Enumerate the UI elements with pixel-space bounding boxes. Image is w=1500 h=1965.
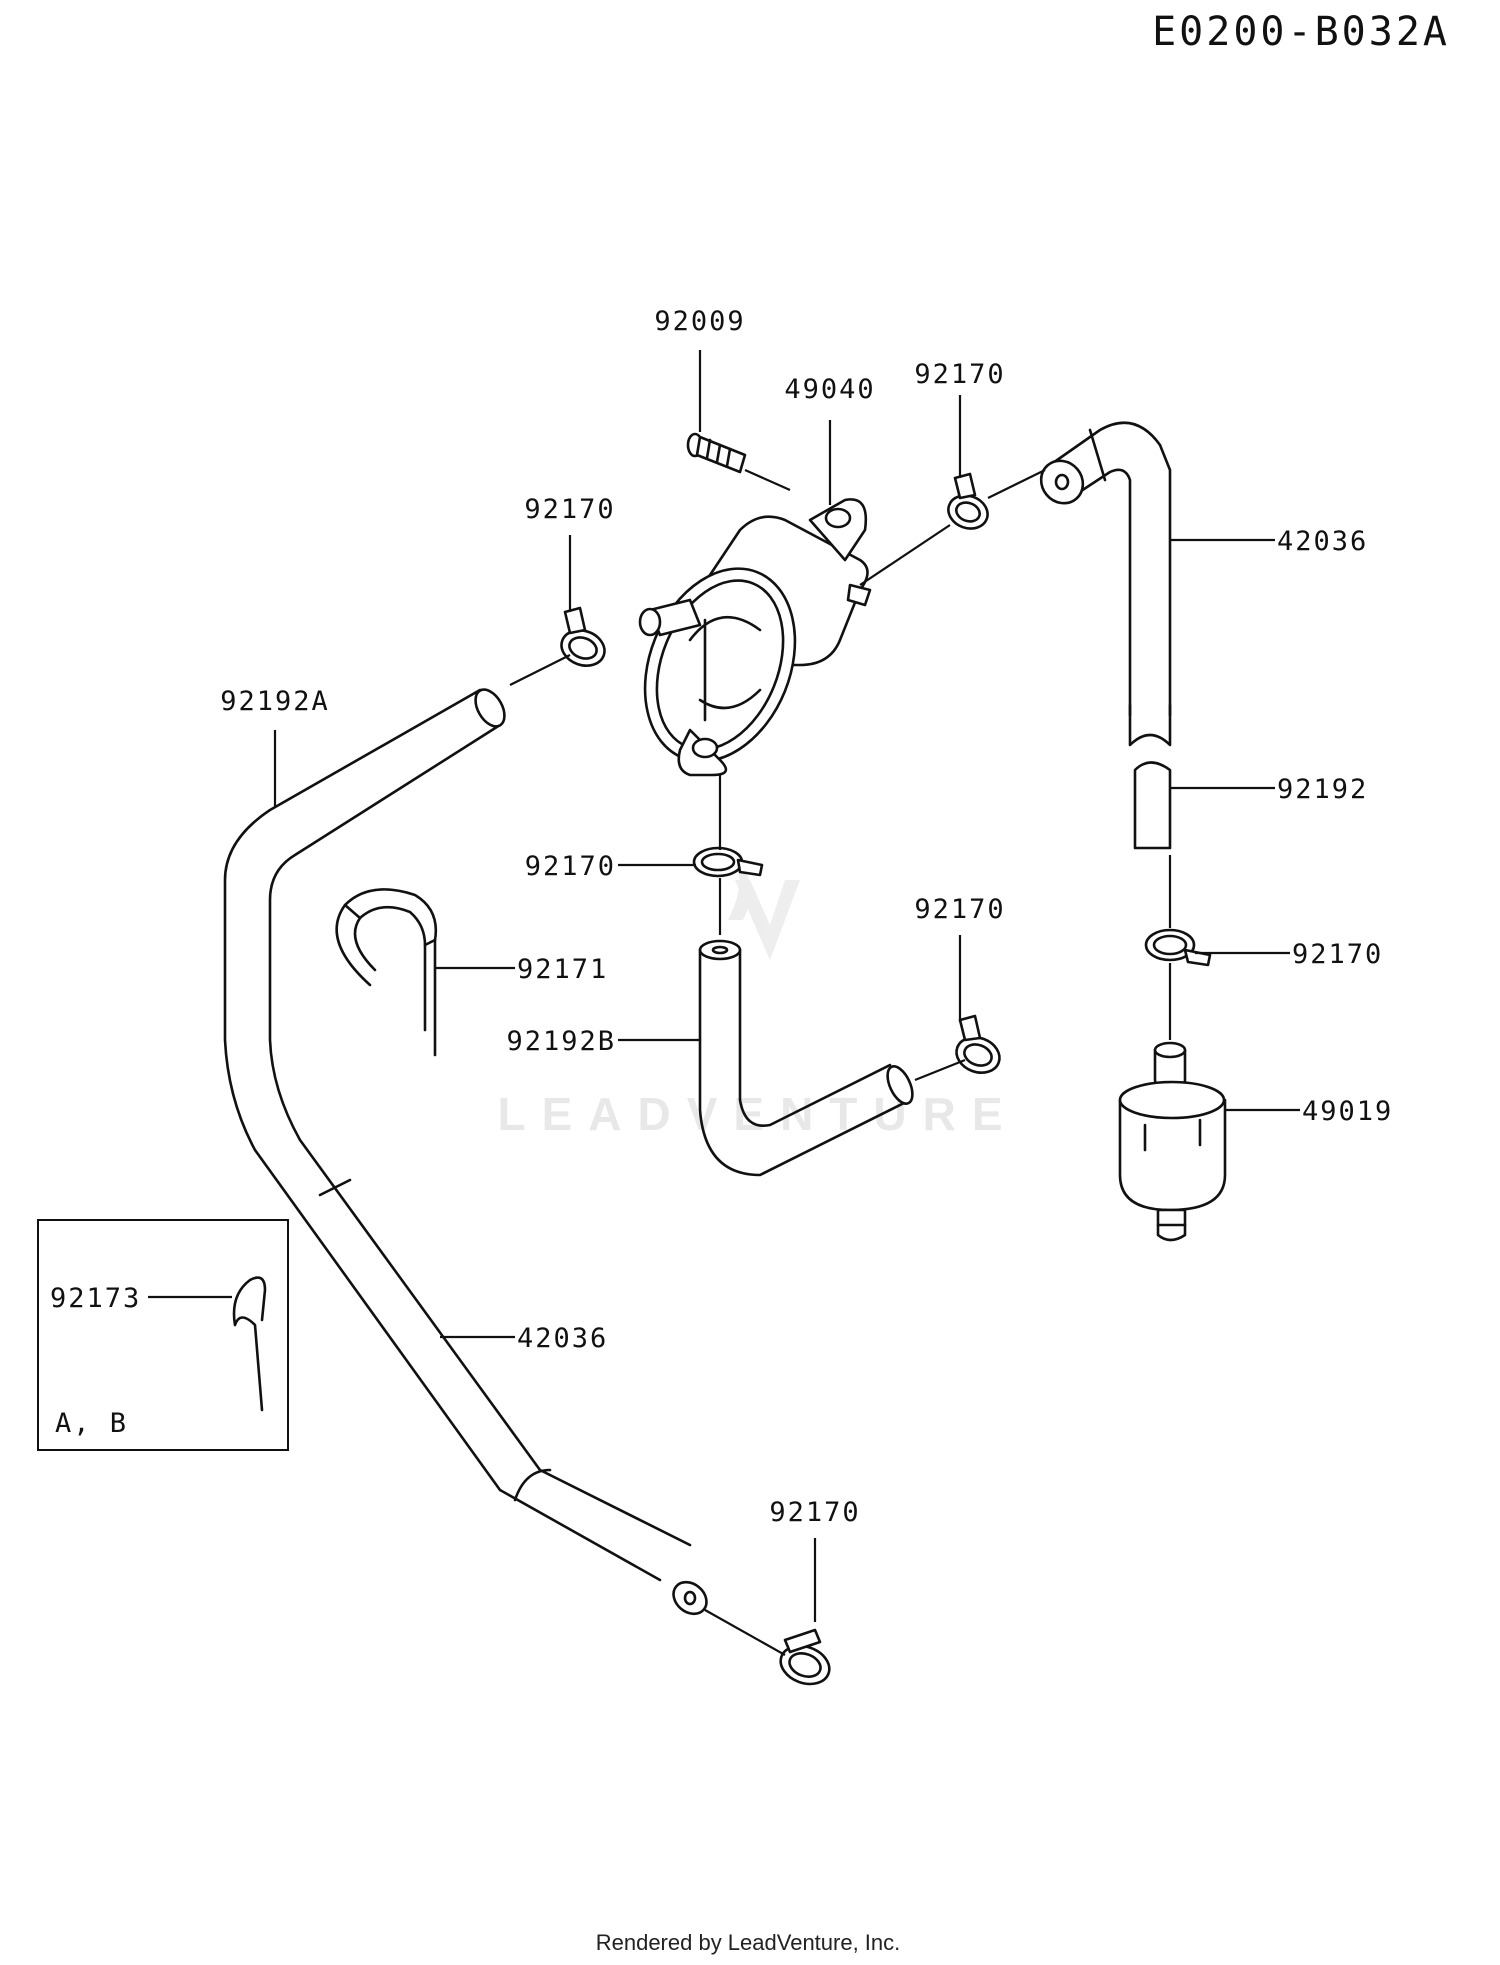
inset-note: A, B: [55, 1408, 128, 1439]
clamp-hose-b: [955, 1014, 1001, 1074]
callout-hose-left-lower: 42036: [517, 1323, 608, 1354]
diagram-code: E0200-B032A: [1152, 9, 1450, 55]
fuel-filter: [1118, 1041, 1227, 1242]
callout-hose-b: 92192B: [506, 1026, 616, 1057]
clamp-pump-left: [560, 606, 606, 667]
watermark-logo: [728, 860, 800, 960]
callout-clamp-pump-right: 92170: [914, 359, 1005, 390]
clamp-bottom: [779, 1628, 831, 1686]
credit-text: Rendered by LeadVenture, Inc.: [596, 1930, 901, 1955]
callout-bolt: 92009: [654, 306, 745, 337]
callout-hose-right-upper: 42036: [1277, 526, 1368, 557]
callout-hose-left-upper: 92192A: [220, 686, 330, 717]
clamp-pump-bottom: [692, 846, 764, 878]
callout-inset-clip: 92173: [50, 1283, 141, 1314]
clamp-filter: [1144, 928, 1212, 967]
hose-b: [698, 939, 914, 1177]
callout-hose-clip: 92171: [517, 954, 608, 985]
leader-lines: [273, 350, 1300, 1622]
bolt: [686, 432, 747, 474]
callout-clamp-pump-left: 92170: [524, 494, 615, 525]
assembly-lines: [509, 468, 1172, 1656]
clamp-pump-right: [947, 472, 989, 530]
callout-hose-right-lower: 92192: [1277, 774, 1368, 805]
callout-clamp-bottom: 92170: [769, 1497, 860, 1528]
hose-right-upper: [1039, 421, 1172, 747]
hose-clip: [335, 888, 438, 1057]
watermark-text: LEADVENTURE: [497, 1088, 1018, 1140]
inset-box: [37, 1219, 289, 1451]
hose-right-lower: [1133, 761, 1172, 850]
callout-fuel-filter: 49019: [1302, 1096, 1393, 1127]
fuel-pump: [638, 498, 872, 777]
callout-clamp-filter: 92170: [1292, 939, 1383, 970]
hose-left: [223, 688, 708, 1616]
callout-clamp-hose-b: 92170: [914, 894, 1005, 925]
callout-clamp-pump-bottom: 92170: [525, 851, 616, 882]
callout-fuel-pump: 49040: [784, 374, 875, 405]
